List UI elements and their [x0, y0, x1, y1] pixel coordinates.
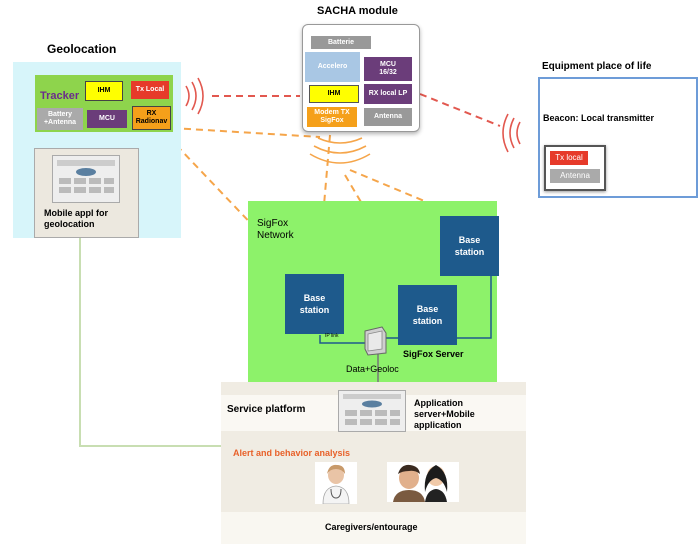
beacon-label: Beacon: Local transmitter — [543, 113, 655, 123]
tracker-tx-local: Tx Local — [131, 81, 169, 99]
tracker-box: Tracker IHM Tx Local Battery +Antenna MC… — [35, 75, 173, 132]
doctor-icon — [315, 462, 357, 504]
sacha-modem: Modem TX SigFox — [307, 107, 357, 127]
beacon-device: Tx local Antenna — [544, 145, 606, 191]
caregivers-band — [221, 512, 526, 544]
mobile-app-screen — [52, 155, 120, 203]
tracker-label: Tracker — [40, 90, 80, 102]
data-geoloc-label: Data+Geoloc — [346, 364, 399, 374]
mobile-app-label: Mobile appl for geolocation — [44, 208, 108, 229]
sacha-antenna: Antenna — [364, 108, 412, 126]
app-server-screen — [338, 390, 406, 432]
sacha-rx-local: RX local LP — [364, 84, 412, 104]
tracker-wave-icon — [185, 77, 204, 115]
equipment-title: Equipment place of life — [542, 61, 652, 72]
base-station-2: Base station — [398, 285, 457, 345]
sigfox-server-label: SigFox Server — [403, 349, 464, 359]
sigfox-network-label: SigFox Network — [257, 218, 294, 241]
app-server-label: Application server+Mobile application — [414, 398, 475, 430]
sacha-accelero: Accelero — [305, 52, 360, 82]
sacha-batterie: Batterie — [311, 36, 371, 49]
family-icon — [387, 462, 459, 502]
beacon-wave-icon — [502, 113, 521, 153]
sacha-module: Batterie Accelero MCU 16/32 IHM RX local… — [302, 24, 420, 132]
tracker-mcu: MCU — [87, 110, 127, 128]
server-icon — [364, 326, 387, 356]
alert-label: Alert and behavior analysis — [233, 448, 351, 458]
tracker-to-server-line — [171, 127, 321, 138]
tracker-battery: Battery +Antenna — [37, 108, 83, 130]
caregivers-label: Caregivers/entourage — [325, 522, 418, 532]
app-screenshot-icon — [57, 160, 115, 193]
beacon-antenna: Antenna — [550, 169, 600, 183]
service-platform-label: Service platform — [227, 404, 306, 415]
geolocation-title: Geolocation — [47, 42, 117, 56]
equipment-box: Beacon: Local transmitter Tx local Anten… — [538, 77, 698, 198]
tracker-rx: RX Radionav — [132, 106, 171, 130]
ip-link-label: IP link — [325, 333, 339, 339]
beacon-tx-local: Tx local — [550, 151, 588, 165]
geolocation-link-line — [79, 238, 221, 447]
sacha-ihm: IHM — [309, 85, 359, 103]
sacha-mcu: MCU 16/32 — [364, 57, 412, 81]
sacha-to-station3-line — [349, 169, 466, 219]
base-station-3: Base station — [440, 216, 499, 276]
base-station-1: Base station — [285, 274, 344, 334]
sacha-wave-icon — [309, 137, 371, 164]
tracker-ihm: IHM — [85, 81, 123, 101]
sacha-title: SACHA module — [317, 5, 398, 17]
app-server-screenshot-icon — [343, 394, 401, 425]
sacha-to-beacon-line — [419, 93, 501, 127]
